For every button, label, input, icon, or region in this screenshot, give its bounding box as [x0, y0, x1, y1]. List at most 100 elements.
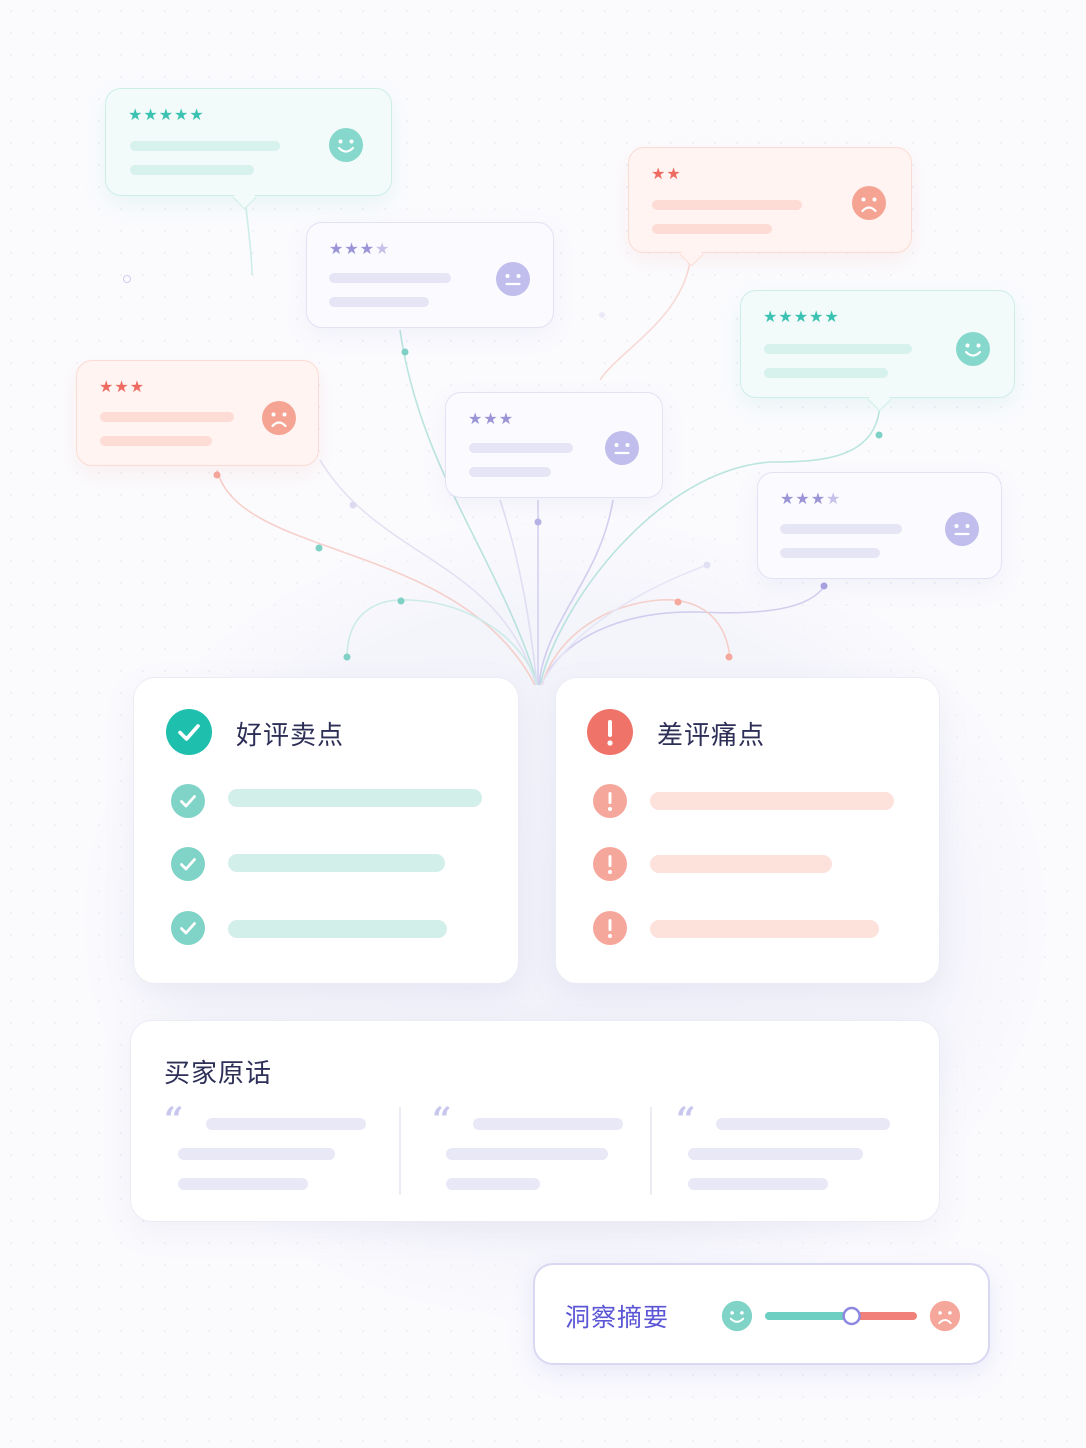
star-rating: ★★★★ — [329, 239, 391, 258]
text-line-placeholder — [100, 412, 234, 422]
star-rating: ★★★ — [468, 409, 515, 428]
insight-summary-card[interactable]: 洞察摘要 — [533, 1263, 990, 1365]
slider-positive-track — [765, 1312, 852, 1320]
text-line-placeholder — [780, 548, 880, 558]
negative-points-panel: 差评痛点 — [555, 677, 940, 984]
node-dot — [820, 582, 828, 590]
divider — [399, 1107, 401, 1195]
review-card-neutral: ★★★★ — [306, 222, 554, 328]
divider — [650, 1107, 652, 1195]
sad-face-icon — [852, 186, 886, 220]
sad-face-icon — [929, 1300, 961, 1332]
quote-line-placeholder — [446, 1148, 608, 1160]
text-line-placeholder — [469, 467, 551, 477]
quote-line-placeholder — [716, 1118, 890, 1130]
panel-title: 差评痛点 — [657, 721, 766, 751]
connector-line — [540, 584, 826, 686]
connector-line — [499, 499, 538, 686]
point-line-placeholder — [228, 920, 447, 938]
star-rating: ★★★ — [99, 377, 146, 396]
neutral-face-icon — [496, 262, 530, 296]
point-line-placeholder — [228, 854, 445, 872]
smile-face-icon — [956, 332, 990, 366]
exclamation-circle-icon — [593, 911, 627, 945]
review-card-neutral: ★★★★ — [757, 472, 1002, 579]
node-dot — [401, 348, 409, 356]
review-card-positive: ★★★★★ — [740, 290, 1015, 412]
node-dot — [343, 653, 351, 661]
node-dot — [123, 275, 131, 283]
buyer-quotes-panel: 买家原话 “ “ “ — [130, 1020, 940, 1222]
exclamation-circle-icon — [593, 847, 627, 881]
text-line-placeholder — [469, 443, 573, 453]
connector-line — [216, 469, 536, 686]
text-line-placeholder — [652, 224, 772, 234]
exclamation-circle-icon — [587, 709, 633, 755]
node-dot — [534, 518, 542, 526]
quote-icon: “ — [676, 1100, 696, 1140]
slider-knob — [842, 1306, 861, 1326]
star-rating: ★★★★★ — [128, 105, 205, 124]
node-dot — [703, 561, 711, 569]
check-circle-icon — [171, 847, 205, 881]
connector-line — [541, 599, 731, 686]
check-circle-icon — [171, 911, 205, 945]
point-line-placeholder — [228, 789, 482, 807]
connector-line — [346, 599, 538, 686]
positive-points-panel: 好评卖点 — [133, 677, 519, 984]
node-dot — [599, 312, 605, 318]
quote-icon: “ — [164, 1100, 184, 1140]
node-dot — [875, 431, 883, 439]
review-card-negative: ★★★ — [76, 360, 319, 466]
slider-negative-track — [851, 1312, 917, 1320]
node-dot — [213, 471, 221, 479]
connector-line — [538, 499, 614, 686]
sentiment-slider[interactable] — [763, 1303, 919, 1329]
quote-line-placeholder — [473, 1118, 623, 1130]
panel-title: 买家原话 — [164, 1059, 273, 1089]
neutral-face-icon — [605, 431, 639, 465]
check-circle-icon — [166, 709, 212, 755]
connector-line — [599, 261, 691, 381]
point-line-placeholder — [650, 855, 832, 873]
star-rating: ★★★★★ — [763, 307, 840, 326]
quote-line-placeholder — [206, 1118, 366, 1130]
quote-line-placeholder — [688, 1148, 863, 1160]
smile-face-icon — [329, 128, 363, 162]
node-dot — [397, 597, 405, 605]
review-card-neutral: ★★★ — [445, 392, 663, 498]
star-rating: ★★★★ — [780, 489, 842, 508]
text-line-placeholder — [130, 141, 280, 151]
node-dot — [725, 653, 733, 661]
text-line-placeholder — [764, 344, 912, 354]
connector-line — [399, 329, 539, 686]
insight-title: 洞察摘要 — [565, 1303, 670, 1332]
connector-line — [244, 199, 253, 276]
text-line-placeholder — [329, 273, 451, 283]
text-line-placeholder — [329, 297, 429, 307]
text-line-placeholder — [100, 436, 212, 446]
neutral-face-icon — [945, 512, 979, 546]
quote-line-placeholder — [178, 1148, 335, 1160]
node-dot — [315, 544, 323, 552]
text-line-placeholder — [764, 368, 888, 378]
exclamation-circle-icon — [593, 784, 627, 818]
panel-title: 好评卖点 — [236, 721, 345, 751]
sad-face-icon — [262, 401, 296, 435]
point-line-placeholder — [650, 792, 894, 810]
quote-line-placeholder — [688, 1178, 828, 1190]
quote-line-placeholder — [178, 1178, 308, 1190]
quote-icon: “ — [432, 1100, 452, 1140]
check-circle-icon — [171, 784, 205, 818]
connector-line — [319, 459, 537, 686]
review-card-positive: ★★★★★ — [105, 88, 392, 210]
review-card-negative: ★★ — [628, 147, 912, 267]
quote-line-placeholder — [446, 1178, 540, 1190]
point-line-placeholder — [650, 920, 879, 938]
smile-face-icon — [721, 1300, 753, 1332]
connector-line — [540, 564, 708, 686]
node-dot — [674, 598, 682, 606]
node-dot — [349, 501, 357, 509]
connector-line — [539, 399, 881, 686]
